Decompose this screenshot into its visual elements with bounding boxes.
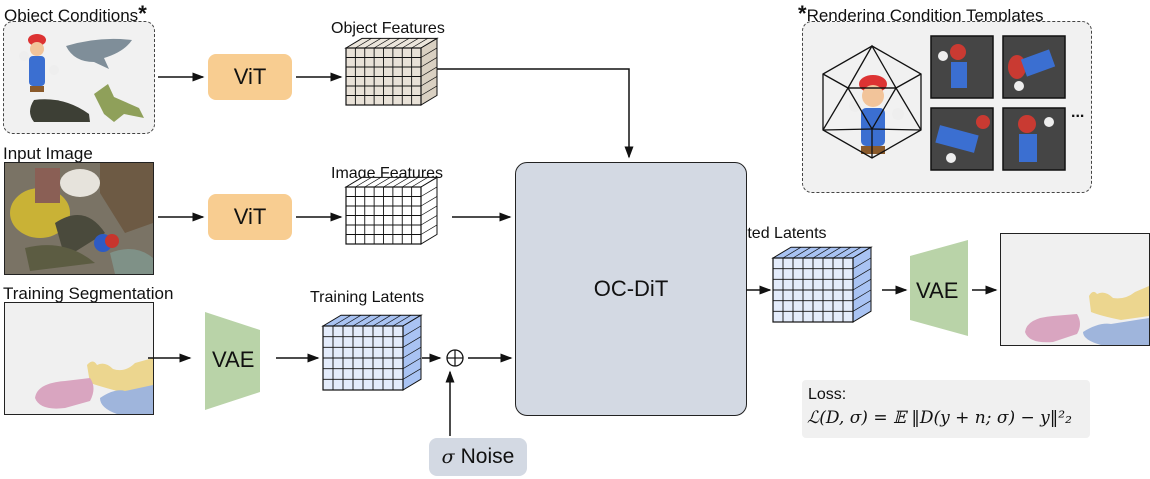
predicted-segmentation-image <box>1000 233 1150 346</box>
sum-node-icon <box>446 349 464 367</box>
sigma-symbol: σ <box>441 446 455 468</box>
asterisk-mark: * <box>798 1 807 26</box>
shoe-icon <box>30 99 90 122</box>
loss-formula: ℒ(D, σ) = 𝔼 ‖D(y + n; σ) − y‖²₂ <box>807 408 1072 428</box>
rendering-templates-box: ... <box>802 21 1092 193</box>
icosahedron-icon <box>822 44 922 159</box>
image-features-cube <box>344 176 439 245</box>
shark-toy-icon <box>66 38 132 69</box>
object-features-cube <box>344 37 439 106</box>
render-tile <box>930 35 994 99</box>
asterisk-mark: * <box>138 1 147 26</box>
mario-figure-icon <box>19 34 59 92</box>
object-thumbnails <box>19 34 144 122</box>
input-image <box>4 162 154 275</box>
dragon-toy-icon <box>94 84 144 122</box>
render-tile <box>1002 35 1066 99</box>
object-conditions-label: Object Conditions* <box>4 3 147 25</box>
vae-encoder-label: VAE <box>212 347 255 372</box>
render-tile <box>930 107 994 171</box>
training-segmentation-image <box>4 302 154 415</box>
vit-encoder-object: ViT <box>208 54 292 100</box>
predicted-segmentation-masks <box>1025 286 1149 345</box>
oc-dit-block: OC-DiT <box>515 162 747 416</box>
training-latents-cube <box>321 314 423 391</box>
segmentation-masks <box>35 358 153 414</box>
loss-box: Loss: ℒ(D, σ) = 𝔼 ‖D(y + n; σ) − y‖²₂ <box>802 380 1090 438</box>
rendering-templates-graphic <box>822 35 1066 171</box>
training-latents-label: Training Latents <box>310 289 425 306</box>
noise-label: Noise <box>460 445 515 468</box>
arrow-objfeat-to-ocdit <box>432 68 634 159</box>
rendering-templates-text: Rendering Condition Templates <box>806 6 1044 25</box>
loss-title: Loss: <box>808 386 847 403</box>
cluttered-scene-photo <box>5 163 153 274</box>
training-segmentation-label: Training Segmentation <box>3 284 174 303</box>
noise-block: σ Noise <box>429 438 527 476</box>
vit-encoder-image: ViT <box>208 194 292 240</box>
object-features-label: Object Features <box>331 20 445 37</box>
more-templates-ellipsis: ... <box>1071 104 1085 121</box>
object-conditions-box <box>3 21 155 134</box>
rendering-templates-label: *Rendering Condition Templates <box>798 3 1043 25</box>
predicted-latents-cube <box>771 246 873 323</box>
vae-decoder-label: VAE <box>916 278 959 303</box>
input-image-label: Input Image <box>3 144 93 163</box>
object-conditions-text: Object Conditions <box>4 6 139 25</box>
render-tile <box>1002 107 1066 171</box>
image-features-label: Image Features <box>331 165 444 182</box>
